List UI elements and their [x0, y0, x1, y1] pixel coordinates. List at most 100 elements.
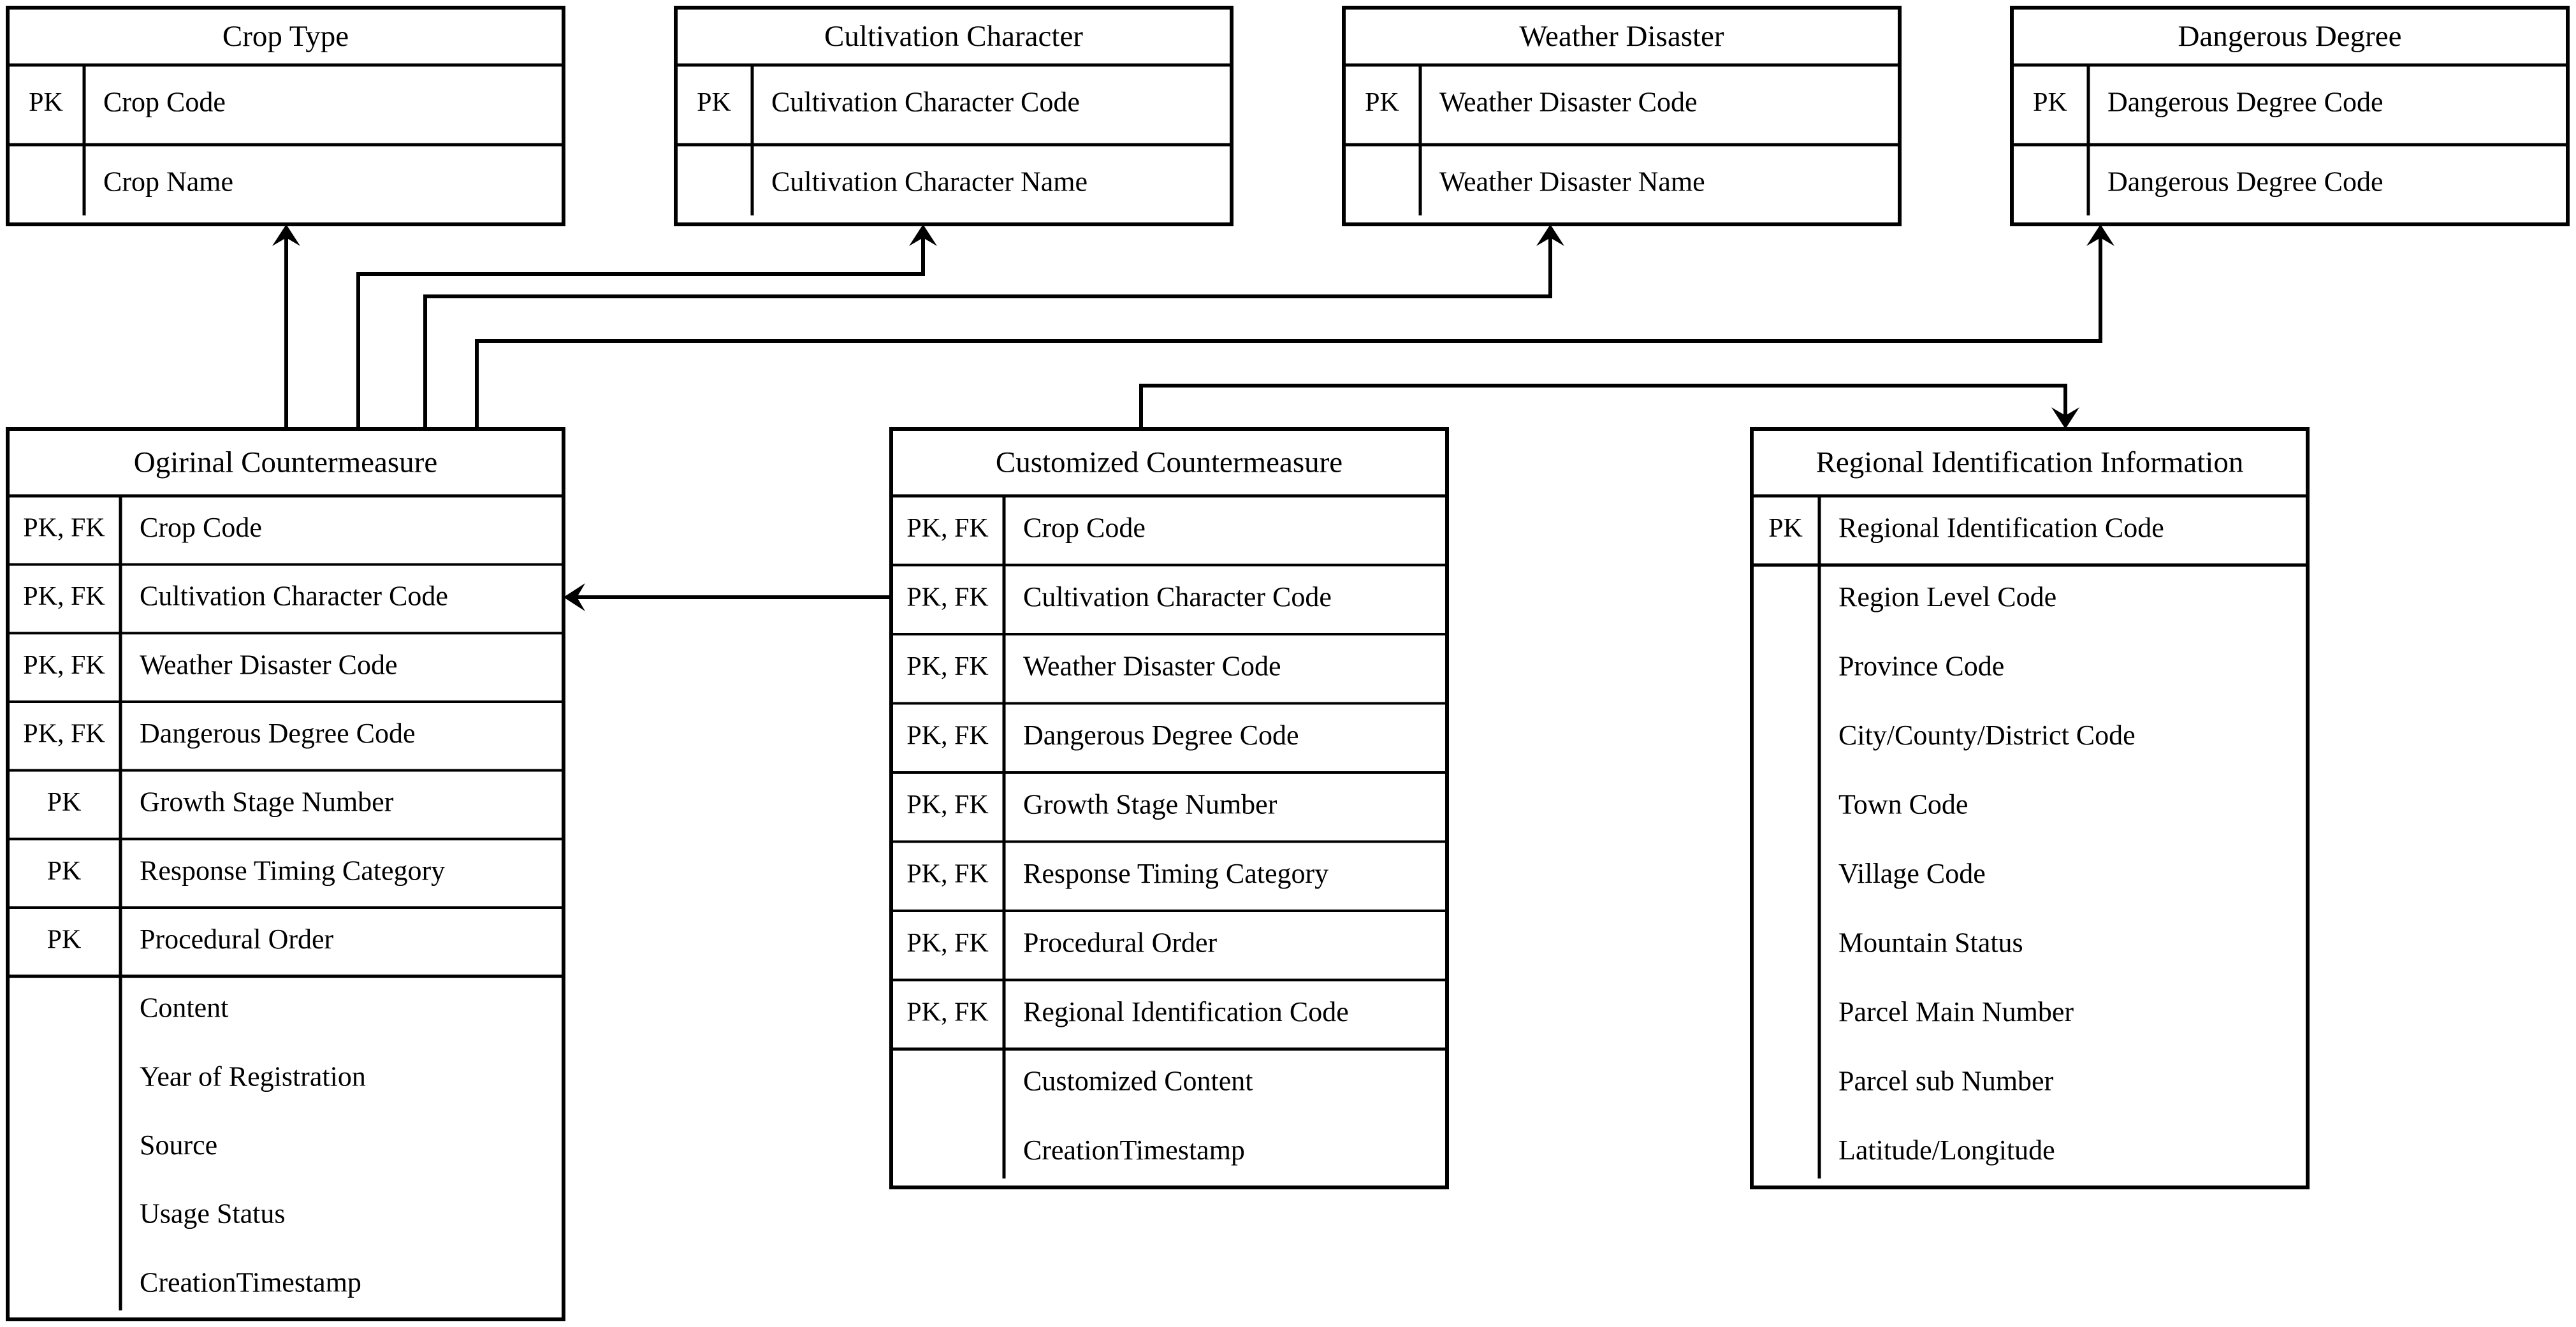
arrowhead-icon [2051, 407, 2079, 429]
entity-box [6, 427, 565, 1321]
attribute-name: Procedural Order [1023, 927, 1218, 958]
attribute-key: PK, FK [906, 583, 988, 612]
entity-box [1342, 6, 1902, 226]
attribute-row[interactable]: PK Regional Identification Code [1752, 512, 2308, 567]
attribute-row[interactable]: PK, FK Crop Code [891, 512, 1447, 567]
attribute-name: Dangerous Degree Code [140, 718, 416, 749]
attribute-row[interactable]: Mountain Status [1838, 927, 2023, 958]
connector-line [356, 233, 925, 429]
entity-box [6, 6, 565, 226]
relationship-rel-customized-regional[interactable] [1139, 384, 2079, 429]
entity-box [889, 427, 1449, 1189]
attribute-row[interactable]: Dangerous Degree Code [2107, 166, 2383, 198]
connector-line [475, 233, 2102, 429]
entity-title: Regional Identification Information [1816, 446, 2244, 479]
attribute-name: CreationTimestamp [140, 1266, 361, 1298]
attribute-name: Dangerous Degree Code [2107, 166, 2383, 198]
attribute-row[interactable]: CreationTimestamp [140, 1266, 361, 1298]
attribute-name: Region Level Code [1838, 581, 2056, 613]
attribute-name: Crop Code [1023, 512, 1146, 543]
attribute-name: Year of Registration [140, 1061, 366, 1092]
attribute-name: Response Timing Category [140, 855, 445, 886]
attribute-key: PK [47, 857, 82, 886]
attribute-row[interactable]: Parcel sub Number [1838, 1065, 2054, 1096]
attribute-row[interactable]: Village Code [1838, 858, 1986, 889]
attribute-row[interactable]: PK, FK Regional Identification Code [891, 996, 1447, 1051]
entity-title: Ogirinal Countermeasure [134, 446, 437, 479]
entity-box [2010, 6, 2570, 226]
attribute-row[interactable]: CreationTimestamp [1023, 1135, 1245, 1166]
attribute-row[interactable]: Source [140, 1129, 217, 1161]
relationship-rel-ogirinal-dangerous-degree[interactable] [475, 224, 2114, 429]
attribute-name: Response Timing Category [1023, 858, 1328, 889]
attribute-key: PK [2033, 88, 2067, 117]
relationship-rel-ogirinal-weather-disaster[interactable] [423, 224, 1564, 429]
attribute-name: Cultivation Character Code [771, 87, 1080, 118]
attribute-row[interactable]: Region Level Code [1838, 581, 2056, 613]
entity-title: Crop Type [222, 20, 349, 53]
arrowhead-icon [272, 224, 300, 246]
attribute-row[interactable]: Cultivation Character Name [771, 166, 1088, 198]
attribute-row[interactable]: Province Code [1838, 650, 2004, 681]
attribute-key: PK, FK [906, 514, 988, 543]
attribute-row[interactable]: Usage Status [140, 1198, 286, 1229]
attribute-name: Parcel sub Number [1838, 1065, 2054, 1096]
attribute-name: Source [140, 1129, 217, 1161]
attribute-key: PK, FK [906, 997, 988, 1027]
attribute-name: Growth Stage Number [1023, 788, 1277, 820]
attribute-row[interactable]: Crop Name [103, 166, 233, 198]
attribute-name: Town Code [1838, 788, 1968, 820]
relationship-rel-ogirinal-cultivation-character[interactable] [356, 224, 937, 429]
entity-box [1750, 427, 2310, 1189]
attribute-row[interactable]: Parcel Main Number [1838, 996, 2074, 1027]
attribute-name: Cultivation Character Code [140, 581, 448, 612]
attribute-row[interactable]: Customized Content [1023, 1065, 1253, 1096]
attribute-name: Weather Disaster Code [1023, 650, 1281, 681]
attribute-key: PK [29, 88, 63, 117]
attribute-name: Regional Identification Code [1838, 512, 2164, 543]
attribute-row[interactable]: Year of Registration [140, 1061, 366, 1092]
attribute-row[interactable]: PK, FK Cultivation Character Code [8, 581, 564, 635]
attribute-row[interactable]: Weather Disaster Name [1439, 166, 1705, 198]
attribute-name: Dangerous Degree Code [2107, 87, 2383, 118]
relationship-rel-ogirinal-crop-type[interactable] [272, 224, 300, 429]
attribute-key: PK, FK [906, 721, 988, 750]
attribute-row[interactable]: City/County/District Code [1838, 720, 2136, 751]
arrowhead-icon [564, 583, 585, 611]
attribute-row[interactable]: PK Dangerous Degree Code [2012, 87, 2568, 147]
attribute-key: PK, FK [23, 513, 105, 542]
arrowhead-icon [2086, 224, 2114, 246]
attribute-row[interactable]: PK Response Timing Category [8, 855, 564, 909]
attribute-name: Regional Identification Code [1023, 996, 1349, 1027]
relationship-rel-customized-ogirinal[interactable] [564, 583, 891, 611]
attribute-key: PK [1768, 514, 1803, 543]
attribute-key: PK, FK [23, 651, 105, 680]
attribute-row[interactable]: Town Code [1838, 788, 1968, 820]
connector-line [423, 233, 1552, 429]
attribute-row[interactable]: Latitude/Longitude [1838, 1135, 2055, 1166]
attribute-key: PK, FK [23, 582, 105, 611]
attribute-row[interactable]: Content [140, 992, 228, 1024]
attribute-key: PK [47, 925, 82, 954]
